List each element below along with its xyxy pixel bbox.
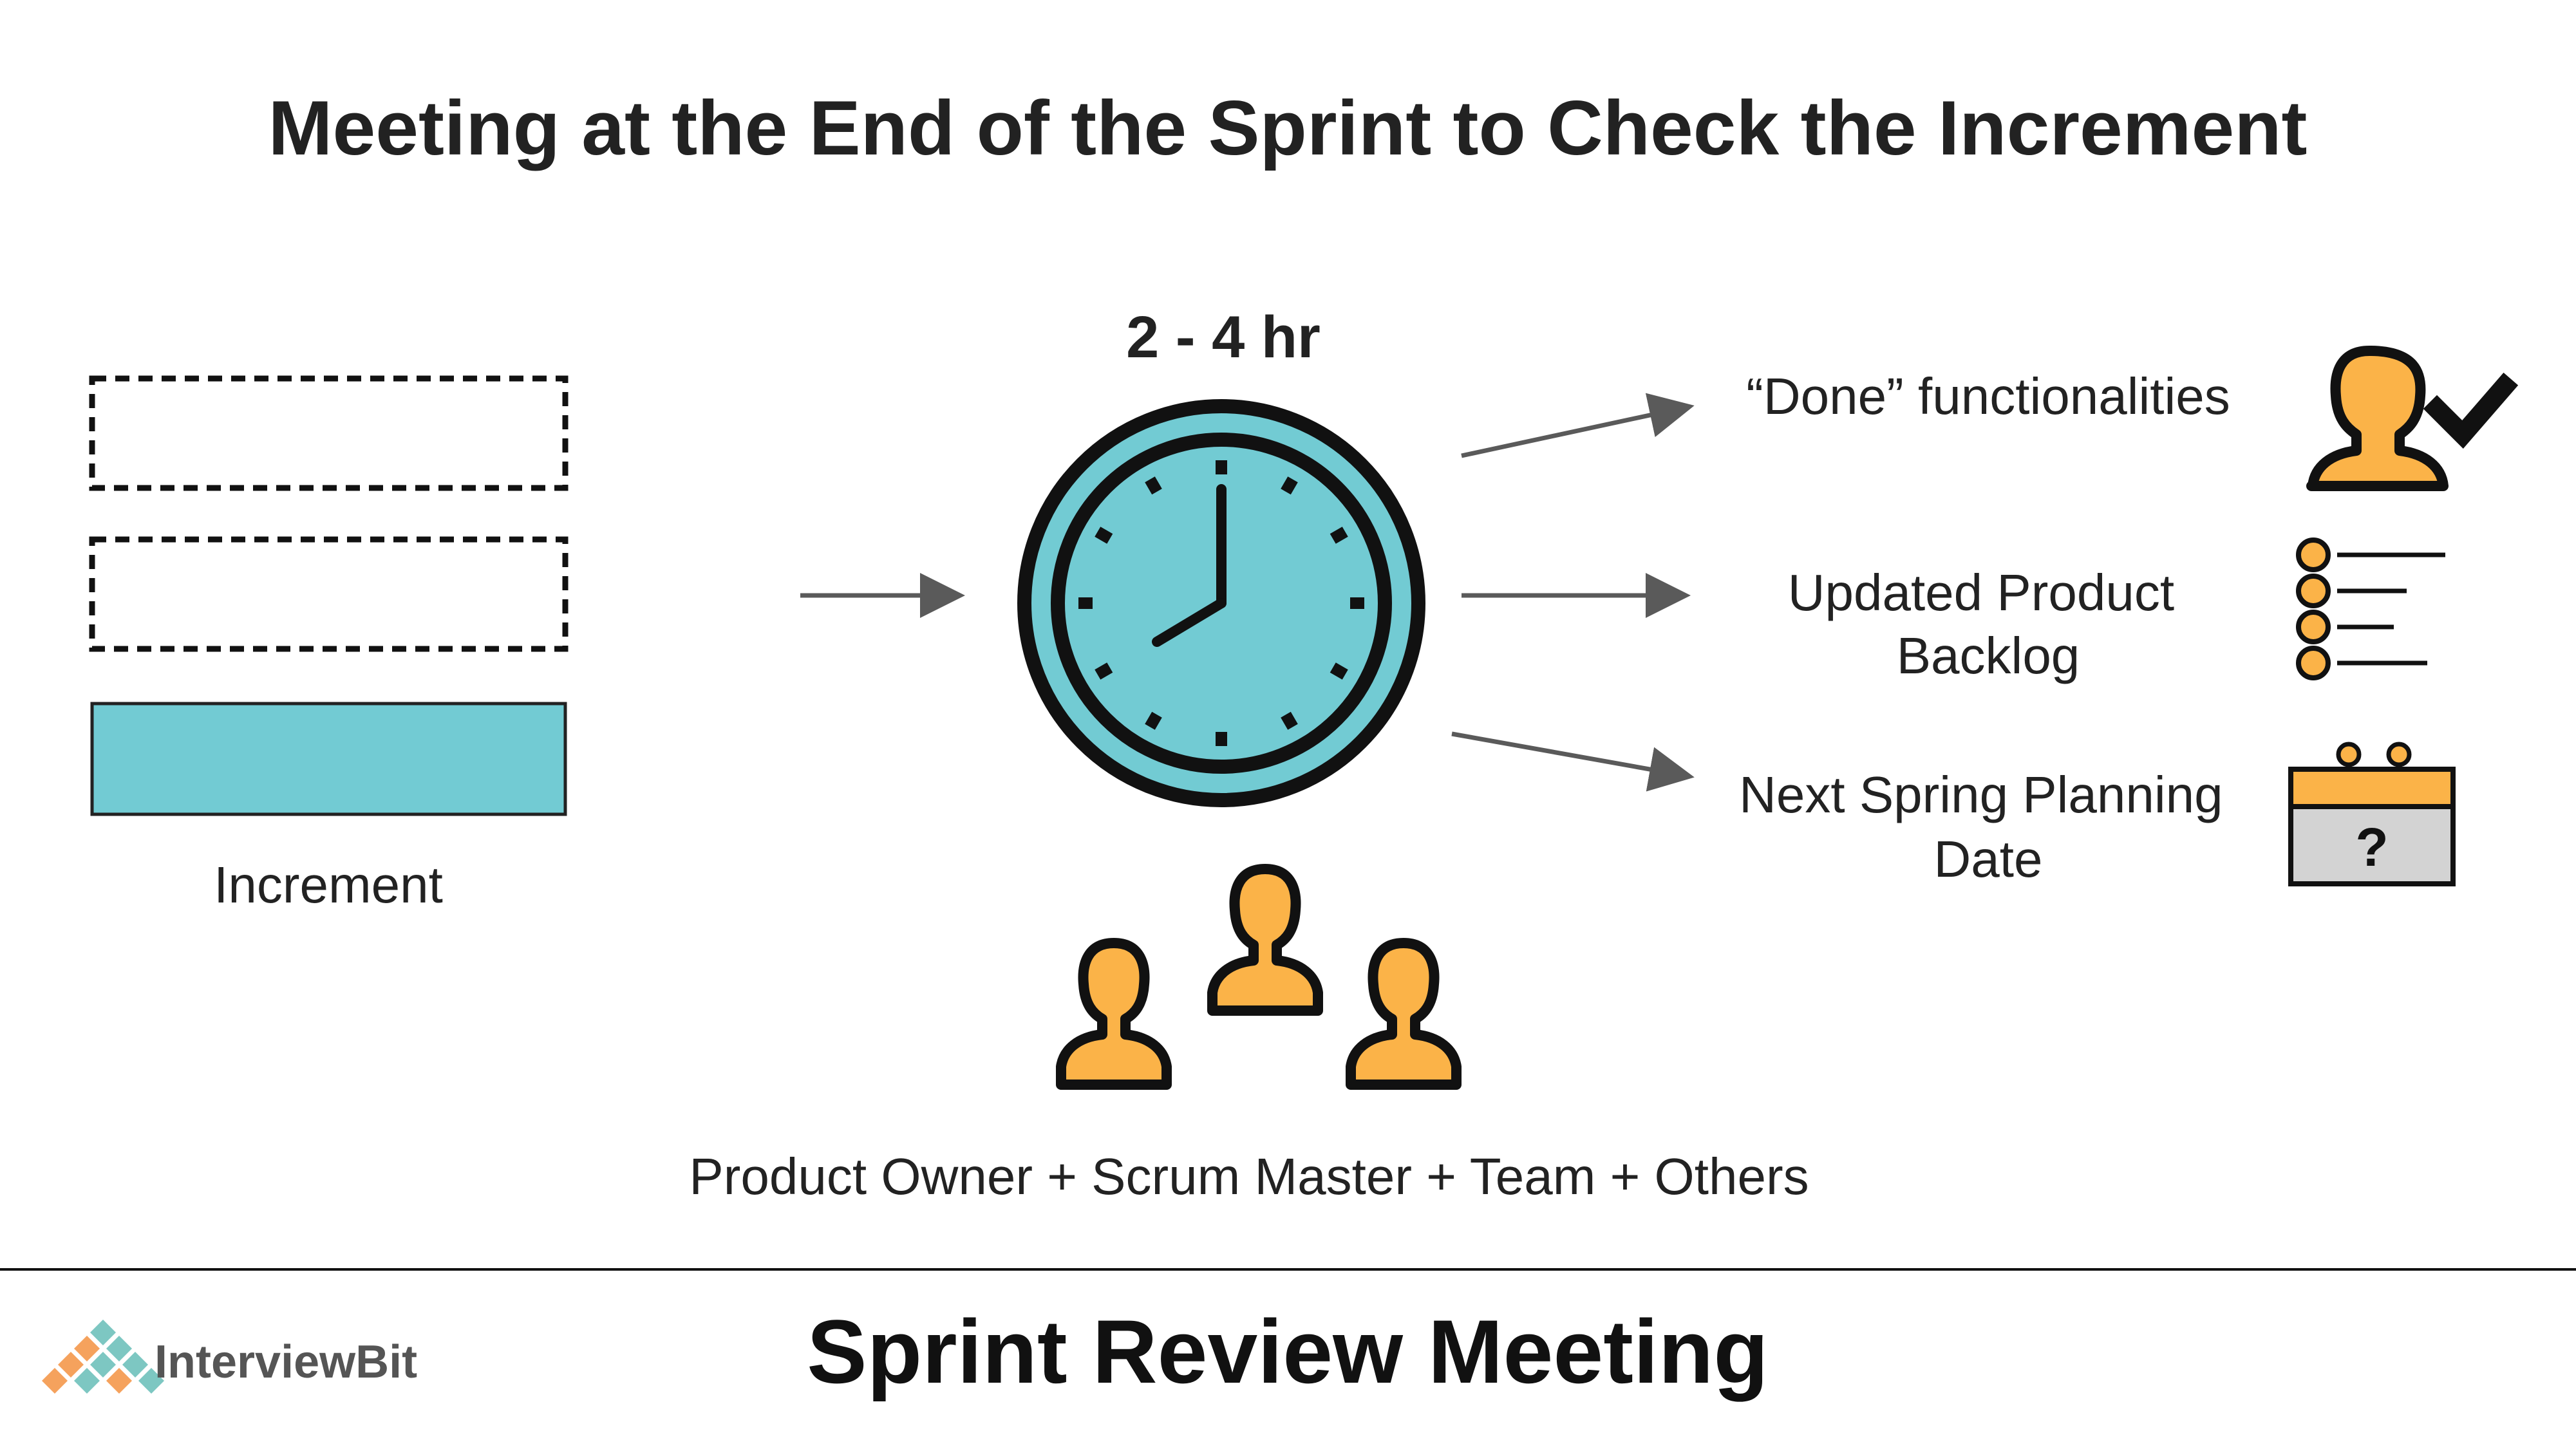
output-arrow-1 <box>1461 393 1695 458</box>
output-label-planning-line2: Date <box>1934 830 2043 888</box>
increment-placeholder-1 <box>89 375 569 491</box>
output-label-backlog-line1: Updated Product <box>1788 564 2174 621</box>
clock-tick <box>1095 662 1113 680</box>
output-label-done: “Done” functionalities <box>1746 368 2230 425</box>
clock-icon <box>1017 399 1425 807</box>
logo-diamond <box>74 1368 100 1394</box>
logo-diamond <box>106 1368 132 1394</box>
logo-diamond <box>106 1336 132 1361</box>
participants-label: Product Owner + Scrum Master + Team + Ot… <box>689 1148 1809 1205</box>
clock-tick <box>1281 711 1298 730</box>
clock-ticks <box>1078 460 1364 746</box>
clock-tick <box>1145 476 1162 495</box>
increment-block <box>90 702 567 816</box>
participants-group <box>1056 864 1462 1090</box>
increment-stack: Increment <box>89 375 569 913</box>
clock-tick <box>1145 711 1162 730</box>
output-label-backlog: Updated Product Backlog <box>1788 564 2189 684</box>
person-icon <box>1056 938 1172 1090</box>
logo-mark <box>42 1320 164 1394</box>
increment-label: Increment <box>214 856 443 913</box>
logo-diamond <box>42 1368 68 1394</box>
logo-diamond <box>90 1352 116 1378</box>
person-check-icon <box>2306 346 2519 491</box>
clock-tick <box>1095 527 1113 544</box>
checklist-icon <box>2296 538 2445 680</box>
clock-hour-hand <box>1152 598 1227 647</box>
person-icon <box>1346 938 1462 1090</box>
increment-placeholder-2 <box>89 536 569 652</box>
duration-label: 2 - 4 hr <box>1126 304 1321 370</box>
calendar-question-icon: ? <box>2288 742 2456 886</box>
output-label-planning-line1: Next Spring Planning <box>1739 766 2223 823</box>
interviewbit-logo: InterviewBit <box>42 1320 417 1394</box>
logo-diamond <box>138 1368 164 1394</box>
logo-diamond <box>122 1352 148 1378</box>
output-label-backlog-line2: Backlog <box>1897 627 2080 684</box>
clock-tick <box>1281 476 1298 495</box>
output-arrow-3 <box>1451 731 1695 792</box>
logo-text: InterviewBit <box>155 1336 417 1388</box>
logo-diamond <box>90 1320 116 1345</box>
clock-tick <box>1330 527 1348 544</box>
clock-tick <box>1330 662 1348 680</box>
logo-diamond <box>74 1336 100 1361</box>
person-icon <box>1207 864 1323 1016</box>
footer-title: Sprint Review Meeting <box>807 1301 1769 1402</box>
output-label-planning: Next Spring Planning Date <box>1739 766 2237 888</box>
page-title: Meeting at the End of the Sprint to Chec… <box>268 85 2308 171</box>
calendar-question-mark: ? <box>2355 817 2388 877</box>
logo-diamond <box>58 1352 84 1378</box>
output-label-done-line1: “Done” functionalities <box>1746 368 2230 425</box>
